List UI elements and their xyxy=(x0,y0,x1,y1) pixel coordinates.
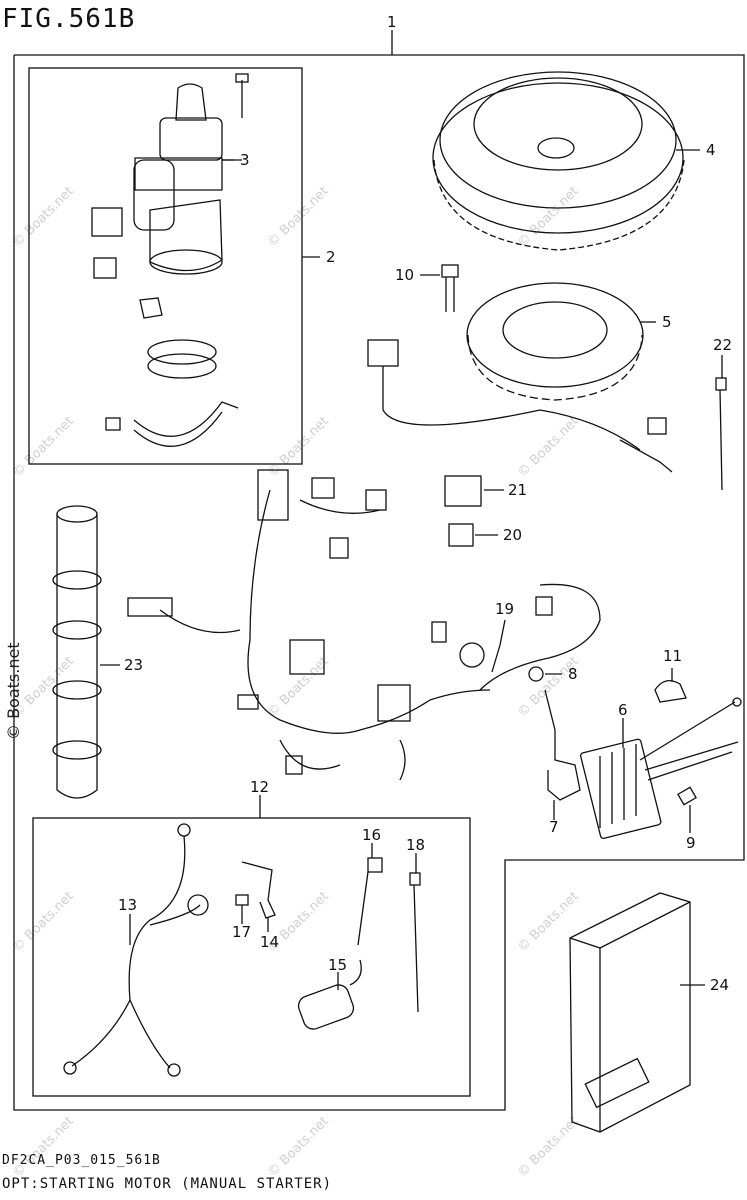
callout-14: 14 xyxy=(260,933,279,951)
cable-tie-18-part xyxy=(409,872,421,1013)
callout-7: 7 xyxy=(549,818,559,836)
callout-22: 22 xyxy=(713,336,732,354)
bolt-9-part xyxy=(677,786,697,806)
main-harness-part xyxy=(127,469,601,781)
callout-16: 16 xyxy=(362,826,381,844)
flywheel-part xyxy=(432,71,685,251)
nut-8-part xyxy=(528,666,544,682)
ecu-24-part xyxy=(569,892,691,1133)
part-23 xyxy=(52,505,102,799)
cable-13-part xyxy=(63,823,209,1077)
callout-3: 3 xyxy=(240,151,250,169)
clamp-11-part xyxy=(654,679,687,703)
bolt-17-part xyxy=(235,894,249,915)
stator-part xyxy=(466,282,644,401)
figure-title: FIG.561B xyxy=(2,4,136,34)
box-12 xyxy=(32,817,471,1097)
callout-18: 18 xyxy=(406,836,425,854)
cable-tie-16-part xyxy=(357,857,383,946)
callout-1: 1 xyxy=(387,13,397,31)
callout-2: 2 xyxy=(326,248,336,266)
callout-17: 17 xyxy=(232,923,251,941)
callout-11: 11 xyxy=(663,647,682,665)
relay-part xyxy=(91,207,163,319)
figure-code: DF2CA_P03_015_561B xyxy=(2,1153,161,1168)
callout-15: 15 xyxy=(328,956,347,974)
bracket-7-part xyxy=(544,689,581,801)
box-2 xyxy=(28,67,303,465)
starter-motor-part xyxy=(133,73,249,275)
callout-13: 13 xyxy=(118,896,137,914)
callout-6: 6 xyxy=(618,701,628,719)
relay-21-part xyxy=(444,475,482,507)
callout-4: 4 xyxy=(706,141,716,159)
main-frame xyxy=(13,54,745,1111)
cable-tie-22-part xyxy=(715,377,727,491)
callout-10: 10 xyxy=(395,266,414,284)
rectifier-6-part xyxy=(579,697,742,839)
fuse-holder-15-part xyxy=(297,959,362,1030)
callout-19: 19 xyxy=(495,600,514,618)
callout-21: 21 xyxy=(508,481,527,499)
stator-harness xyxy=(367,339,673,473)
callout-5: 5 xyxy=(662,313,672,331)
callout-20: 20 xyxy=(503,526,522,544)
callout-12: 12 xyxy=(250,778,269,796)
callout-9: 9 xyxy=(686,834,696,852)
callout-24: 24 xyxy=(710,976,729,994)
figure-caption: OPT:STARTING MOTOR (MANUAL STARTER) xyxy=(2,1176,333,1192)
callout-23: 23 xyxy=(124,656,143,674)
relay-20-part xyxy=(448,523,474,547)
leader-lines xyxy=(100,149,723,990)
bolt-10-part xyxy=(441,264,459,312)
bracket-14-part xyxy=(241,861,276,919)
clamp-band-part xyxy=(105,339,239,447)
callout-8: 8 xyxy=(568,665,578,683)
